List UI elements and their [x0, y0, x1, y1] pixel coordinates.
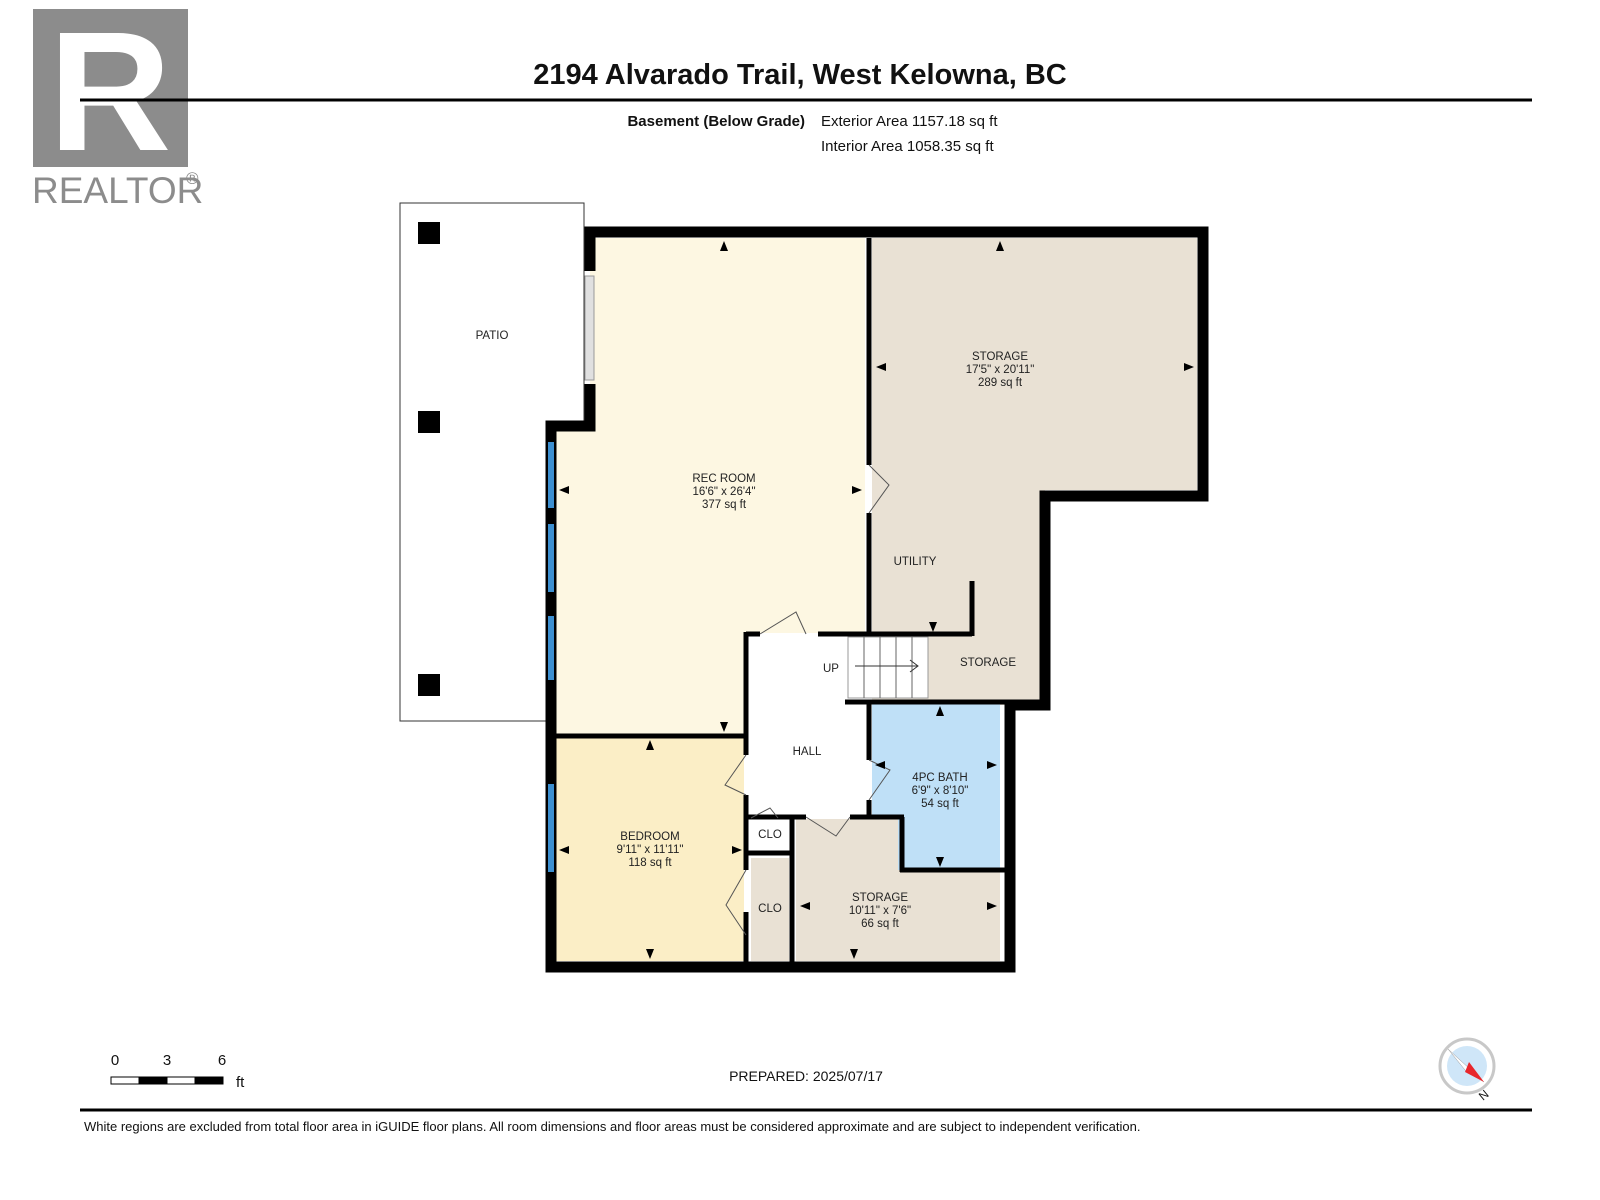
bath-label: 4PC BATH: [912, 772, 967, 784]
lower-storage-fill: [796, 819, 1000, 961]
door-swing: [724, 754, 747, 796]
door-swing: [805, 816, 851, 837]
storage-utility-fill: [872, 238, 1197, 705]
patio-post: [418, 222, 440, 244]
bedroom-area: 118 sq ft: [628, 857, 672, 869]
walls: [545, 226, 1209, 973]
storage-main-dims: 17'5" x 20'11": [966, 364, 1035, 376]
exterior-wall: [545, 226, 1209, 973]
bedroom-label: BEDROOM: [620, 831, 679, 843]
dimension-markers: [559, 241, 1194, 959]
realtor-logo: R REALTOR ®: [32, 0, 203, 211]
realtor-logo-square: [33, 9, 188, 167]
compass-north-label: N: [1476, 1087, 1492, 1103]
rec-room-fill: [555, 238, 865, 735]
exterior-area: Exterior Area 1157.18 sq ft: [821, 113, 998, 130]
door-swing: [759, 611, 807, 635]
window: [548, 524, 554, 592]
sliding-door: [584, 275, 595, 381]
prepared-date: PREPARED: 2025/07/17: [729, 1068, 883, 1084]
storage-lower-dims: 10'11" x 7'6": [849, 905, 911, 917]
scale-unit: ft: [236, 1074, 245, 1091]
scale-tick-6: 6: [218, 1052, 226, 1069]
storage-small-label: STORAGE: [960, 657, 1016, 669]
storage-lower-label: STORAGE: [852, 892, 908, 904]
hall-fill: [747, 636, 863, 816]
upper-closet-fill: [751, 819, 789, 849]
bath-area: 54 sq ft: [921, 798, 960, 810]
closet-upper-label: CLO: [758, 829, 782, 841]
disclaimer: White regions are excluded from total fl…: [84, 1119, 1140, 1134]
bedroom-dims: 9'11" x 11'11": [617, 844, 684, 856]
patio-label: PATIO: [476, 330, 509, 342]
rec-room-label: REC ROOM: [692, 473, 755, 485]
window: [548, 784, 554, 872]
hall-label: HALL: [793, 746, 822, 758]
bath-dims: 6'9" x 8'10": [912, 785, 969, 797]
patio-post: [418, 674, 440, 696]
rec-room-area: 377 sq ft: [702, 499, 747, 511]
door-swing: [868, 759, 891, 801]
scale-bar: 0 3 6 ft: [110, 1052, 245, 1091]
level-label: Basement (Below Grade): [627, 113, 805, 130]
room-labels: PATIO STORAGE 17'5" x 20'11" 289 sq ft R…: [476, 330, 1035, 930]
closet-lower-label: CLO: [758, 903, 782, 915]
realtor-wordmark: REALTOR: [32, 170, 203, 211]
scale-tick-0: 0: [111, 1052, 119, 1069]
window: [548, 442, 554, 508]
lower-closet-fill: [751, 858, 789, 961]
storage-main-area: 289 sq ft: [978, 377, 1023, 389]
window: [548, 616, 554, 680]
compass-icon: N: [1438, 1037, 1496, 1103]
patio-post: [418, 411, 440, 433]
door-swing: [750, 807, 779, 819]
page-title: 2194 Alvarado Trail, West Kelowna, BC: [533, 59, 1067, 91]
door-swing: [725, 869, 747, 936]
rec-room-dims: 16'6" x 26'4": [692, 486, 755, 498]
staircase: [847, 636, 929, 699]
utility-label: UTILITY: [894, 556, 937, 568]
storage-lower-area: 66 sq ft: [861, 918, 900, 930]
bedroom-fill: [555, 737, 744, 961]
stairs-up-label: UP: [823, 663, 839, 675]
interior-area: Interior Area 1058.35 sq ft: [821, 138, 994, 155]
realtor-logo-letter: R: [49, 0, 172, 187]
registered-mark: ®: [186, 169, 199, 188]
doors: [724, 464, 891, 936]
storage-main-label: STORAGE: [972, 351, 1028, 363]
windows: [548, 275, 595, 872]
scale-tick-3: 3: [163, 1052, 171, 1069]
door-swing: [868, 464, 890, 514]
stair-box: [847, 636, 929, 699]
